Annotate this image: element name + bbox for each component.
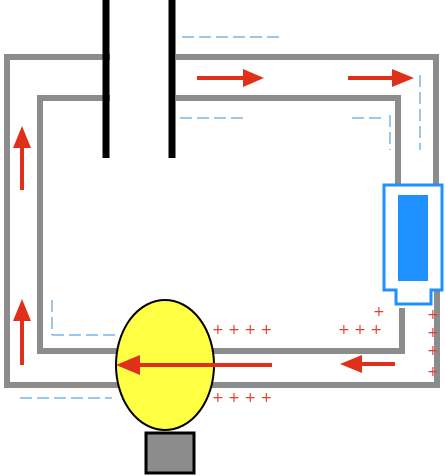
- current-arrow-icon: [340, 355, 395, 373]
- light-bulb-icon: [115, 299, 215, 475]
- plus-bulb-top: + + + +: [212, 322, 272, 338]
- current-arrow-icon: [197, 69, 264, 87]
- current-arrows: [13, 69, 414, 375]
- battery-cell: [398, 195, 428, 281]
- plus-battery-side-4: +: [427, 364, 439, 380]
- plus-battery-side-3: +: [427, 343, 439, 359]
- plus-battery-side-2: +: [427, 325, 439, 341]
- battery-icon: [382, 183, 444, 306]
- plus-battery-side-1: +: [427, 307, 439, 323]
- current-arrow-icon: [13, 299, 31, 365]
- bulb-base: [144, 431, 196, 475]
- current-arrow-icon: [348, 69, 414, 87]
- plus-battery-under: +: [373, 304, 385, 320]
- outer-wire: [4, 54, 440, 388]
- inner-wire: [37, 95, 405, 354]
- current-arrow-icon: [13, 126, 31, 190]
- current-arrow-icon: [116, 355, 272, 375]
- negative-charge-dashes: [20, 36, 421, 399]
- plus-bulb-bottom: + + + +: [212, 390, 272, 406]
- plus-right-top: + + +: [338, 322, 382, 338]
